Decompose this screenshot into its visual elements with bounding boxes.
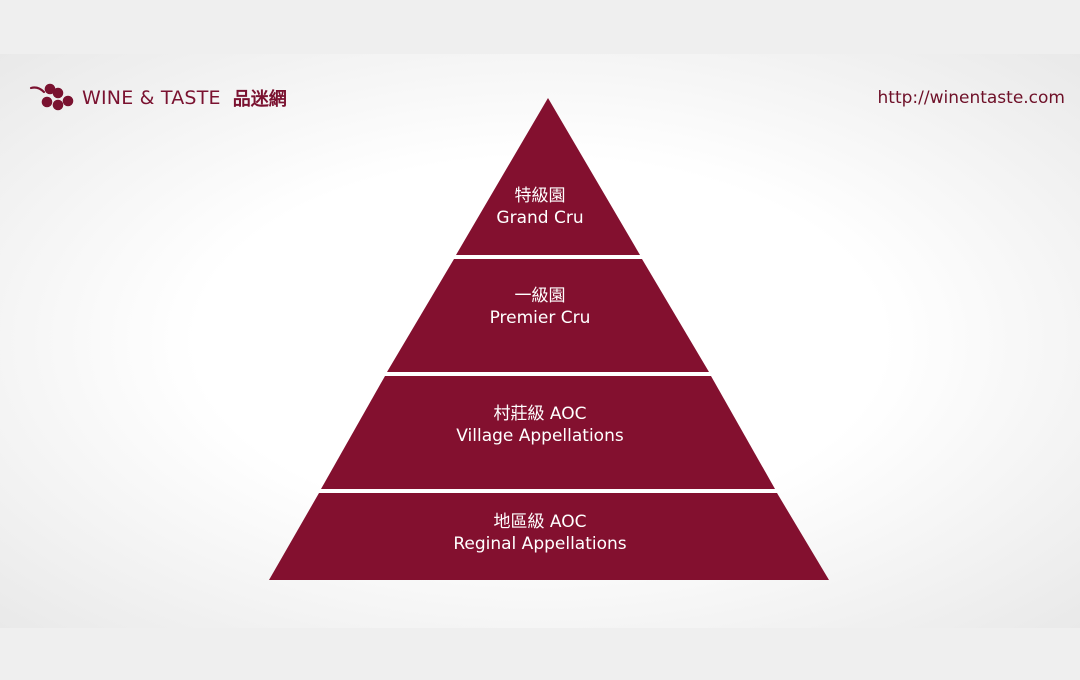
tier-2-chinese: 一級園: [514, 286, 566, 306]
pyramid-tier-village: [321, 376, 775, 489]
tier-1-english: Grand Cru: [496, 208, 584, 228]
pyramid-tier-grand-cru: [456, 98, 640, 255]
grape-cluster-icon: [29, 83, 74, 111]
tier-1-chinese: 特級園: [514, 186, 566, 206]
pyramid-tier-premier-cru: [387, 259, 709, 372]
brand-name: WINE & TASTE: [82, 87, 221, 109]
tier-label-4: 地區級 AOC Reginal Appellations: [0, 511, 1080, 555]
pyramid-tier-regional: [269, 493, 829, 580]
brand-logo: WINE & TASTE 品迷網: [28, 82, 287, 114]
tier-label-3: 村莊級 AOC Village Appellations: [0, 403, 1080, 447]
tier-label-1: 特級園 Grand Cru: [0, 185, 1080, 229]
website-url: http://winentaste.com: [877, 88, 1066, 108]
tier-4-chinese: 地區級 AOC: [493, 512, 587, 532]
tier-3-english: Village Appellations: [456, 426, 624, 446]
tier-2-english: Premier Cru: [489, 308, 591, 328]
brand-name-chinese: 品迷網: [232, 89, 287, 110]
tier-4-english: Reginal Appellations: [453, 534, 627, 554]
tier-label-2: 一級園 Premier Cru: [0, 285, 1080, 329]
tier-3-chinese: 村莊級 AOC: [493, 404, 587, 424]
